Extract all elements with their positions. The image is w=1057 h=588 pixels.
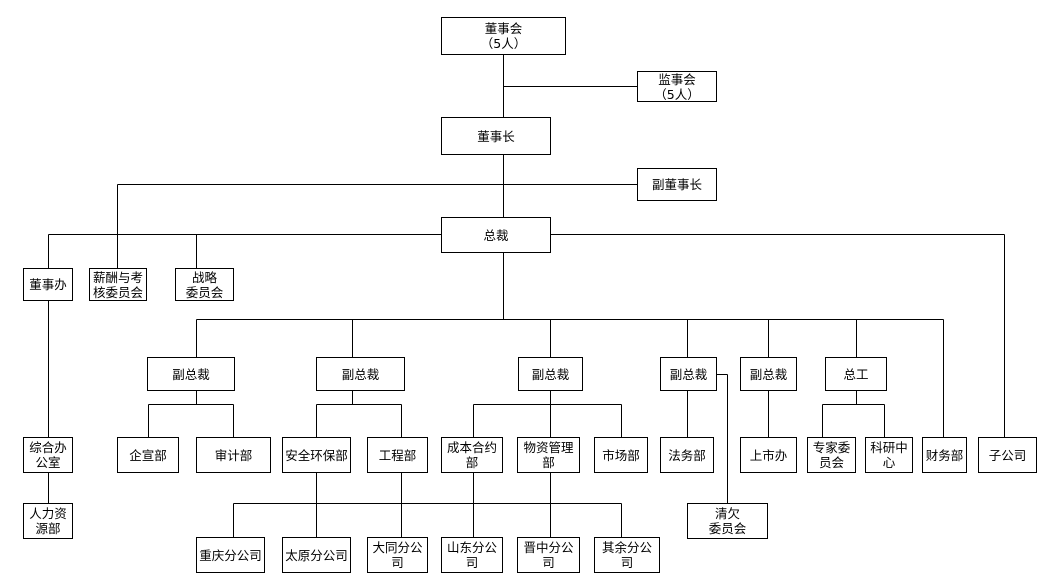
board-office-box: 董事办 [23, 268, 73, 301]
compensation-committee-box: 薪酬与考 核委员会 [89, 268, 147, 301]
hr-department-box: 人力资 源部 [23, 503, 73, 539]
president-box: 总裁 [441, 217, 551, 253]
board-of-directors-box: 董事会 （5人） [441, 17, 566, 55]
vice-president-box: 副总裁 [740, 357, 797, 391]
taiyuan-branch-box: 太原分公司 [282, 537, 351, 573]
other-branches-box: 其余分公 司 [594, 537, 660, 573]
expert-committee-box: 专家委 员会 [807, 437, 856, 473]
engineering-department-box: 工程部 [367, 437, 428, 473]
chongqing-branch-box: 重庆分公司 [196, 537, 265, 573]
subsidiary-box: 子公司 [978, 437, 1037, 473]
supervisory-board-box: 监事会 （5人） [637, 71, 717, 102]
chief-engineer-box: 总工 [825, 357, 887, 391]
general-office-box: 综合办 公室 [23, 437, 73, 473]
legal-department-box: 法务部 [660, 437, 714, 473]
materials-management-department-box: 物资管理 部 [517, 437, 580, 473]
debt-collection-committee-box: 清欠 委员会 [687, 503, 768, 539]
research-center-box: 科研中 心 [865, 437, 913, 473]
vice-president-box: 副总裁 [316, 357, 405, 391]
marketing-department-box: 市场部 [594, 437, 648, 473]
cost-contract-department-box: 成本合约 部 [441, 437, 503, 473]
shandong-branch-box: 山东分公 司 [441, 537, 503, 573]
strategy-committee-box: 战略 委员会 [175, 268, 234, 301]
vice-president-box: 副总裁 [660, 357, 717, 391]
audit-department-box: 审计部 [196, 437, 271, 473]
finance-department-box: 财务部 [922, 437, 967, 473]
vice-chairman-box: 副董事长 [637, 168, 717, 201]
safety-environment-department-box: 安全环保部 [282, 437, 351, 473]
publicity-department-box: 企宣部 [117, 437, 179, 473]
datong-branch-box: 大同分公 司 [367, 537, 428, 573]
listing-office-box: 上市办 [740, 437, 797, 473]
jinzhong-branch-box: 晋中分公 司 [517, 537, 580, 573]
vice-president-box: 副总裁 [147, 357, 235, 391]
chairman-box: 董事长 [441, 117, 551, 155]
vice-president-box: 副总裁 [518, 357, 583, 391]
